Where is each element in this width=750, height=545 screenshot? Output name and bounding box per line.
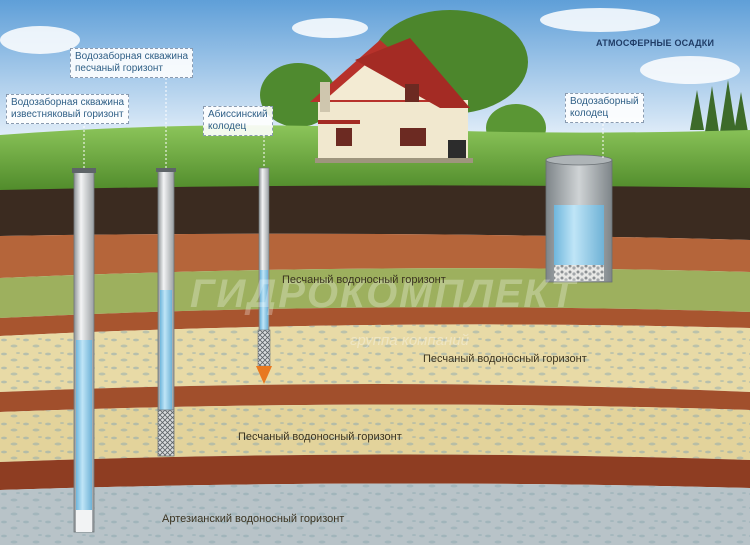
- callout-dug-well: Водозаборный колодец: [565, 93, 644, 123]
- house: [310, 38, 473, 163]
- callout-limestone-line2: известняковый горизонт: [11, 109, 124, 120]
- clay-layer-2: [0, 307, 750, 336]
- precipitation-label: АТМОСФЕРНЫЕ ОСАДКИ: [596, 38, 715, 48]
- strata: [0, 185, 750, 545]
- callout-abyssinian-line2: колодец: [208, 121, 247, 132]
- clouds: [0, 8, 740, 84]
- well-tip: [256, 366, 272, 384]
- clay-layer-3: [0, 384, 750, 412]
- layer-label-sand-2: Песчаный водоносный горизонт: [423, 353, 587, 365]
- clay-layer-4: [0, 454, 750, 490]
- callout-sand-well: Водозаборная скважина песчаный горизонт: [70, 48, 194, 78]
- layer-label-artesian: Артезианский водоносный горизонт: [162, 513, 345, 525]
- topsoil-layer: [0, 185, 750, 240]
- callout-dug-line1: Водозаборный: [570, 96, 639, 107]
- callout-leaders: [83, 78, 604, 168]
- callout-abyssinian-well: Абиссинский колодец: [203, 106, 273, 136]
- callout-abyssinian-line1: Абиссинский: [208, 109, 268, 120]
- well-abyssinian: [256, 167, 272, 384]
- layer-label-sand-1: Песчаный водоносный горизонт: [282, 274, 446, 286]
- callout-limestone-line1: Водозаборная скважина: [11, 97, 125, 108]
- layer-label-sand-3: Песчаный водоносный горизонт: [238, 431, 402, 443]
- well-limestone: [72, 168, 96, 533]
- well-sand: [156, 168, 176, 457]
- watermark-logo: ГИДРОКОМПЛЕКТ: [190, 272, 577, 316]
- well-dug: [545, 154, 613, 283]
- distant-trees: [690, 80, 748, 132]
- callout-limestone-well: Водозаборная скважина известняковый гори…: [6, 94, 130, 124]
- callout-sand-line2: песчаный горизонт: [75, 63, 163, 74]
- watermark-subtitle: группа компаний: [350, 332, 470, 349]
- callout-dug-line2: колодец: [570, 108, 609, 119]
- callout-sand-line1: Водозаборная скважина: [75, 51, 189, 62]
